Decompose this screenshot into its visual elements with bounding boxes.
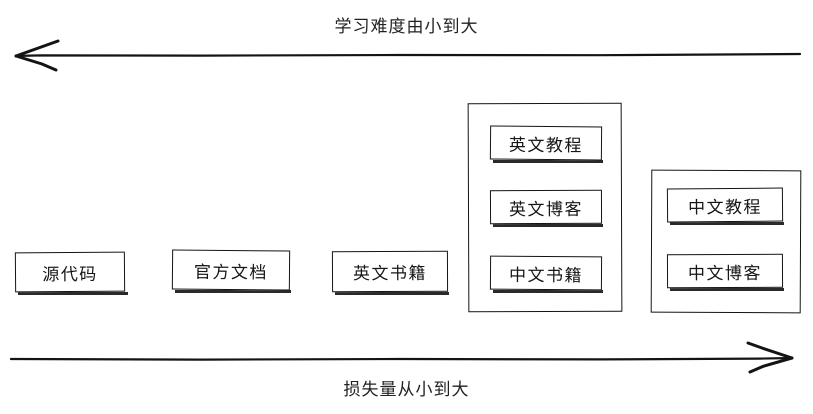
loss-axis-arrow [9,341,794,374]
box-shadow [670,288,784,291]
box-shadow [175,290,291,293]
node-official-docs[interactable]: 官方文档 [171,249,291,291]
box-shadow [335,292,449,295]
node-english-tutorial[interactable]: 英文教程 [489,125,603,161]
box-shadow [670,222,784,225]
box-shadow [18,292,128,295]
node-source-code[interactable]: 源代码 [14,251,126,293]
box-shadow [493,290,603,293]
node-chinese-tutorial[interactable]: 中文教程 [666,187,784,223]
node-english-books[interactable]: 英文书籍 [331,250,449,293]
top-axis-label: 学习难度由小到大 [334,17,479,37]
bottom-axis-label: 损失量从小到大 [343,380,470,400]
node-chinese-blog[interactable]: 中文博客 [666,253,784,289]
box-shadow [493,160,603,163]
box-shadow [493,224,603,227]
node-english-blog[interactable]: 英文博客 [489,189,603,225]
node-chinese-books[interactable]: 中文书籍 [489,255,603,291]
difficulty-axis-arrow [14,39,802,72]
